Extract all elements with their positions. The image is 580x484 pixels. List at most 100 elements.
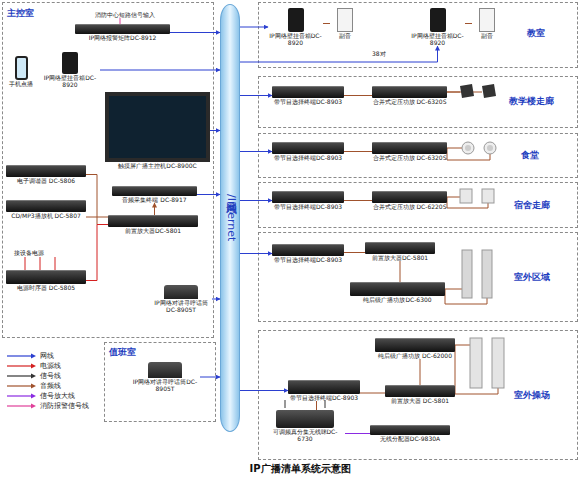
note-label: 接设备电源	[14, 249, 44, 256]
device-label: IP网络报警矩阵DC-8912	[75, 34, 170, 41]
device-graphic	[288, 8, 304, 32]
region-title: 主控室	[7, 7, 34, 20]
legend-arrowhead	[31, 394, 36, 399]
legend-arrowhead	[31, 384, 36, 389]
device-graphic	[337, 8, 353, 32]
horn-speaker	[482, 84, 496, 98]
legend-row: 消防报警信号线	[6, 402, 116, 410]
device-node: 可调频真分集无线咪DC-6730	[265, 410, 345, 442]
connector	[323, 23, 330, 24]
connector	[360, 393, 385, 394]
room-region: 教学楼走廊 带节目选择终端DC-8903 合并式定压功放 DC-6320S	[258, 76, 578, 128]
device-label: 电源时序器 DC-5805	[6, 284, 86, 291]
room-region: 值班室 IP网络对讲寻呼话筒DC-8905T	[104, 342, 216, 422]
connector	[86, 225, 108, 281]
device-node: 前置放大器 DC-5801	[385, 385, 455, 404]
connector	[197, 194, 220, 195]
device-label: 纯后级广播功放 DC-62000	[375, 352, 455, 359]
device-node: 音频采集终端 DC-8917	[112, 186, 197, 203]
connector	[344, 95, 372, 96]
region-title: 教学楼走廊	[509, 95, 554, 108]
device-label: 前置放大器DC-5801	[365, 254, 435, 261]
device-label: 合并式定压功放 DC-6320S	[372, 98, 447, 105]
device-graphic	[276, 410, 334, 428]
device-graphic	[272, 244, 344, 256]
device-node: 副音	[330, 8, 360, 39]
room-region: 室外操场 纯后级广播功放 DC-62000 带节目选择终端DC-8903 前置放大器 …	[258, 330, 578, 460]
legend-sample	[6, 382, 38, 390]
device-label: 音频采集终端 DC-8917	[112, 196, 197, 203]
device-label: IP网络对讲寻呼话筒DC-8905T	[150, 299, 212, 313]
room-region: 室外区域带节目选择终端DC-8903前置放大器DC-5801纯后级广播功放DC-…	[258, 232, 578, 322]
wall-speaker	[482, 189, 494, 203]
device-node: 带节目选择终端DC-8903	[272, 244, 344, 263]
legend-text: 消防报警信号线	[40, 402, 89, 410]
connector	[240, 46, 438, 62]
device-label: IP网络壁挂音箱DC-8920	[410, 32, 465, 46]
connector	[345, 433, 370, 434]
device-label: 带节目选择终端DC-8903	[288, 394, 360, 401]
legend-row: 音频线	[6, 382, 116, 390]
legend-sample	[6, 352, 38, 360]
device-graphic	[6, 200, 86, 212]
device-graphic	[372, 142, 447, 154]
legend-swatch	[7, 365, 32, 366]
horn-speaker	[460, 84, 474, 98]
legend-sample	[6, 392, 38, 400]
connector	[465, 23, 472, 24]
device-node: 无线分配器DC-9830A	[370, 425, 450, 442]
device-node: 副音	[472, 8, 502, 39]
room-region: 宿舍走廊带节目选择终端DC-8903合并式定压功放 DC-6220S	[258, 182, 578, 228]
device-node: IP网络壁挂音箱DC-8920	[410, 8, 465, 46]
connector	[212, 299, 220, 300]
legend-row: 信号线	[6, 372, 116, 380]
device-label: 带节目选择终端DC-8903	[272, 256, 344, 263]
device-graphic	[370, 425, 450, 435]
device-graphic	[164, 285, 198, 299]
device-label: 带节目选择终端DC-8903	[272, 203, 344, 210]
device-node: 电源时序器 DC-5805	[6, 270, 86, 291]
device-graphic	[365, 242, 435, 254]
ceiling-speaker	[465, 145, 471, 151]
legend-swatch	[7, 385, 32, 386]
device-node: IP网络对讲寻呼话筒DC-8905T	[130, 362, 200, 392]
device-graphic	[375, 338, 455, 352]
column-speaker	[462, 250, 472, 298]
room-region: 食堂带节目选择终端DC-8903合并式定压功放 DC-6320S	[258, 133, 578, 178]
device-node: IP网络壁挂音箱DC-8920	[268, 8, 323, 46]
device-label: IP网络壁挂音箱DC-8920	[40, 74, 100, 88]
room-region: 主控室 IP网络报警矩阵DC-8912IP网络壁挂音箱DC-8920手机点播触摸屏…	[2, 2, 214, 338]
power-wire	[25, 257, 55, 270]
bus-label: 局域网/Internet	[223, 194, 238, 241]
device-graphic	[430, 8, 446, 32]
device-label: 手机点播	[4, 80, 38, 87]
region-title: 室外操场	[514, 389, 550, 402]
connector	[100, 70, 220, 71]
device-graphic	[272, 191, 344, 203]
column-speaker	[492, 338, 504, 388]
legend-arrowhead	[31, 404, 36, 409]
column-speaker	[470, 338, 482, 388]
device-node: 合并式定压功放 DC-6220S	[372, 191, 447, 210]
device-graphic	[372, 86, 447, 98]
device-graphic	[108, 215, 198, 227]
device-label: 触摸屏广播主控机DC-8900C	[105, 162, 210, 169]
device-graphic	[112, 186, 197, 196]
device-node: 合并式定压功放 DC-6320S	[372, 142, 447, 161]
device-node: 带节目选择终端DC-8903	[272, 86, 344, 105]
connector	[240, 390, 288, 391]
legend-text: 音频线	[40, 382, 61, 390]
room-region: 教室IP网络壁挂音箱DC-8920副音IP网络壁挂音箱DC-8920副音	[258, 2, 578, 68]
device-graphic	[75, 24, 170, 34]
device-node: 带节目选择终端DC-8903	[288, 380, 360, 401]
device-node: 前置放大器DC-5801	[108, 215, 198, 234]
region-title: 食堂	[521, 149, 539, 162]
device-node: 前置放大器DC-5801	[365, 242, 435, 261]
legend-swatch	[7, 405, 32, 406]
region-title: 值班室	[109, 346, 136, 359]
device-node: 手机点播	[4, 56, 38, 87]
device-label: 纯后级广播功放DC-6300	[350, 296, 445, 303]
column-speaker	[482, 250, 492, 298]
connector	[344, 200, 372, 201]
